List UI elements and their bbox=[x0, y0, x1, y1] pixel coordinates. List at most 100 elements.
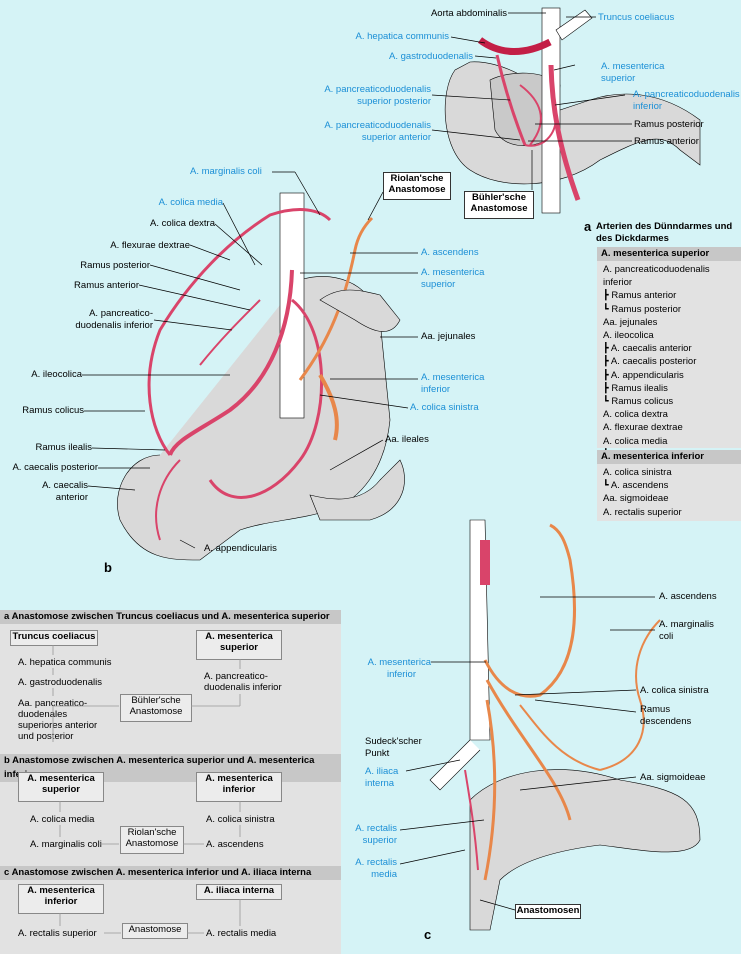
label-ramus-desc-2: descendens bbox=[640, 716, 692, 727]
legend-item: ┣ Ramus anterior bbox=[603, 290, 677, 302]
label-colica-dextra: A. colica dextra bbox=[150, 218, 215, 229]
label-pd-inf-a-2: inferior bbox=[633, 101, 663, 112]
schema-a-mid-2: Anastomose bbox=[129, 706, 183, 717]
label-mes-inf-c-1: A. mesenterica bbox=[367, 657, 431, 668]
label-ramus-desc-1: Ramus bbox=[640, 704, 671, 715]
label-rect-med-1: A. rectalis bbox=[355, 857, 397, 868]
label-pd-sup-post-1: A. pancreaticoduodenalis bbox=[324, 84, 431, 95]
legend-item: A. flexurae dextrae bbox=[603, 422, 683, 434]
legend-item: A. colica dextra bbox=[603, 409, 668, 421]
label-sudeck-2: Punkt bbox=[365, 748, 390, 759]
sigmoid-c bbox=[469, 769, 701, 931]
label-ascendens-c: A. ascendens bbox=[659, 591, 717, 602]
schema-a-right-box-1: A. mesenterica bbox=[205, 631, 273, 642]
schema-a-mid-box: Bühler'sche Anastomose bbox=[120, 694, 192, 722]
schema-b-right-box: A. mesenterica inferior bbox=[196, 772, 282, 802]
label-truncus-coeliacus: Truncus coeliacus bbox=[598, 12, 675, 23]
schema-b-mid-1: Riolan'sche bbox=[127, 827, 177, 838]
legend-item: A. pancreaticoduodenalis inferior bbox=[603, 264, 710, 289]
schema-b-mid-2: Anastomose bbox=[125, 838, 179, 849]
schema-b-right-box-1: A. mesenterica bbox=[205, 773, 273, 784]
label-mes-sup-b-1: A. mesenterica bbox=[421, 267, 485, 278]
hepatica-a bbox=[477, 37, 552, 55]
label-colica-sinistra-c: A. colica sinistra bbox=[640, 685, 709, 696]
label-pd-sup-ant-1: A. pancreaticoduodenalis bbox=[324, 120, 431, 131]
label-gastroduodenalis: A. gastroduodenalis bbox=[389, 51, 473, 62]
legend-item: A. colica sinistra bbox=[603, 467, 672, 478]
label-ramus-posterior-a: Ramus posterior bbox=[634, 119, 704, 130]
label-caecalis-posterior: A. caecalis posterior bbox=[12, 462, 98, 473]
gastroduo-a bbox=[495, 54, 527, 146]
label-colica-sinistra-b: A. colica sinistra bbox=[410, 402, 479, 413]
legend-item: A. colica media bbox=[603, 435, 668, 447]
legend-inf-panel: A. mesenterica inferior A. colica sinist… bbox=[597, 450, 741, 521]
schema-a-right-box-2: superior bbox=[219, 642, 258, 653]
legend-item: ┣ Ramus ilealis bbox=[603, 382, 668, 394]
schema-connectors bbox=[52, 645, 241, 934]
schema-a-left-item-6: und posterior bbox=[18, 731, 74, 742]
label-hepatica-communis: A. hepatica communis bbox=[355, 31, 449, 42]
schema-panel: a Anastomose zwischen Truncus coeliacus … bbox=[0, 610, 341, 954]
legend-title-1: Arterien des Dünndarmes und bbox=[596, 221, 733, 232]
label-mes-sup-a-2: superior bbox=[601, 73, 636, 84]
label-pd-sup-ant-2: superior anterior bbox=[361, 132, 431, 143]
panel-letter-c: c bbox=[424, 927, 432, 942]
buehler-a-2: Anastomose bbox=[470, 203, 528, 214]
schema-a-right-item-2: duodenalis inferior bbox=[204, 682, 282, 693]
schema-b-left-box: A. mesenterica superior bbox=[18, 772, 104, 802]
schema-b-right-item-1: A. colica sinistra bbox=[206, 814, 275, 825]
label-mes-inf-c-2: inferior bbox=[386, 669, 416, 680]
label-rect-med-2: media bbox=[371, 869, 397, 880]
label-iliaca-2: interna bbox=[365, 778, 395, 789]
legend-title-2: des Dickdarmes bbox=[596, 233, 669, 244]
riolan-box-b: Riolan'sche Anastomose bbox=[383, 172, 451, 200]
schema-a-left-item-5: superiores anterior bbox=[18, 720, 98, 731]
legend-item: ┗ A. ascendens bbox=[603, 480, 669, 492]
panel-letter-a: a bbox=[584, 219, 592, 234]
schema-c-left-box-1: A. mesenterica bbox=[27, 885, 95, 896]
label-sigmoideae: Aa. sigmoideae bbox=[640, 772, 706, 783]
label-caecalis-anterior-2: anterior bbox=[55, 492, 88, 503]
riolan-b-1: Riolan'sche bbox=[390, 173, 444, 184]
legend-item: ┗ Ramus colicus bbox=[603, 396, 674, 408]
panel-letter-b: b bbox=[104, 560, 112, 575]
legend-item: ┣ A. appendicularis bbox=[603, 369, 684, 381]
label-marginalis-coli: A. marginalis coli bbox=[190, 166, 262, 177]
label-appendicularis: A. appendicularis bbox=[204, 543, 277, 554]
aorta-a bbox=[541, 7, 561, 214]
truncus-a bbox=[555, 9, 593, 41]
schema-c-right-item: A. rectalis media bbox=[206, 928, 277, 939]
legend-inf-header: A. mesenterica inferior bbox=[597, 450, 741, 464]
schema-a-left-item-3: Aa. pancreatico- bbox=[18, 698, 88, 709]
label-marginalis-c-1: A. marginalis bbox=[659, 619, 714, 630]
schema-b-left-item-2: A. marginalis coli bbox=[30, 839, 102, 850]
label-pd-sup-post-2: superior posterior bbox=[357, 96, 431, 107]
legend-item: A. ileocolica bbox=[603, 330, 654, 342]
schema-a-left-item-1: A. hepatica communis bbox=[18, 657, 112, 668]
label-caecalis-anterior-1: A. caecalis bbox=[42, 480, 88, 491]
riolan-b-2: Anastomose bbox=[388, 184, 446, 195]
label-mes-inf-b-1: A. mesenterica bbox=[421, 372, 485, 383]
label-ramus-colicus: Ramus colicus bbox=[22, 405, 84, 416]
schema-a-left-item-4: duodenales bbox=[18, 709, 68, 720]
label-mes-inf-b-2: inferior bbox=[421, 384, 451, 395]
schema-a-right-item-1: A. pancreatico- bbox=[204, 671, 268, 682]
schema-b-right-box-2: inferior bbox=[222, 784, 256, 795]
schema-c-header: c Anastomose zwischen A. mesenterica inf… bbox=[0, 866, 341, 880]
label-pd-inf-a-1: A. pancreaticoduodenalis bbox=[633, 89, 740, 100]
schema-a-header: a Anastomose zwischen Truncus coeliacus … bbox=[0, 610, 341, 624]
label-colica-media: A. colica media bbox=[158, 197, 223, 208]
label-ramus-posterior-b: Ramus posterior bbox=[80, 260, 150, 271]
legend-item: A. rectalis superior bbox=[603, 506, 682, 518]
label-mes-sup-b-2: superior bbox=[421, 279, 456, 290]
buehler-box-a: Bühler'sche Anastomose bbox=[464, 191, 534, 219]
label-pd-inf-b-2: duodenalis inferior bbox=[75, 320, 153, 331]
buehler-a-1: Bühler'sche bbox=[472, 192, 526, 203]
label-marginalis-c-2: coli bbox=[659, 631, 674, 642]
schema-c-left-box: A. mesenterica inferior bbox=[18, 884, 104, 914]
label-flexurae-dextrae: A. flexurae dextrae bbox=[110, 240, 190, 251]
schema-a-left-box: Truncus coeliacus bbox=[10, 630, 98, 646]
schema-c-mid-box: Anastomose bbox=[122, 923, 188, 939]
